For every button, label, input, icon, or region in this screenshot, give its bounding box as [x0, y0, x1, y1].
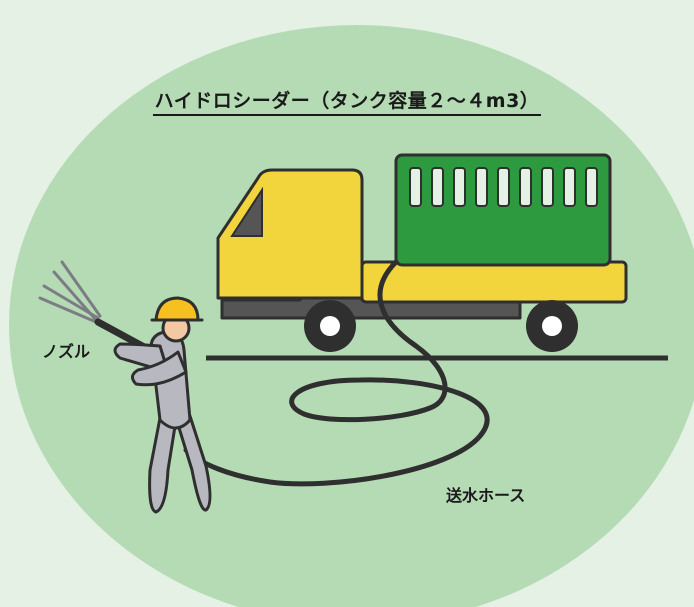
truck-bed [360, 260, 628, 304]
front-wheel [304, 300, 356, 352]
worker-arm [131, 350, 188, 387]
diagram-title: ハイドロシーダー（タンク容量２～４m3） [0, 86, 694, 116]
hose-label: 送水ホース [446, 486, 526, 505]
title-text: ハイドロシーダー（タンク容量２～４m3） [152, 90, 542, 116]
spray-icon [38, 260, 102, 324]
truck-icon [216, 153, 628, 352]
tank-slot [431, 167, 444, 207]
tank-slot [497, 167, 510, 207]
truck-window [230, 186, 263, 237]
worker-icon [94, 296, 212, 514]
tank-slot [409, 167, 422, 207]
tank-slot [453, 167, 466, 207]
tank-slot [563, 167, 576, 207]
worker-leg [148, 416, 178, 514]
tank-frame [394, 153, 612, 267]
rear-wheel [526, 300, 578, 352]
helmet-icon [154, 296, 200, 322]
hose-line [183, 259, 490, 487]
tank-slot [541, 167, 554, 207]
worker-leg [174, 414, 212, 512]
tank-slot [475, 167, 488, 207]
tank-slot [585, 167, 598, 207]
nozzle-label: ノズル [42, 342, 91, 361]
tank-icon [394, 153, 612, 267]
tank-slot [519, 167, 532, 207]
